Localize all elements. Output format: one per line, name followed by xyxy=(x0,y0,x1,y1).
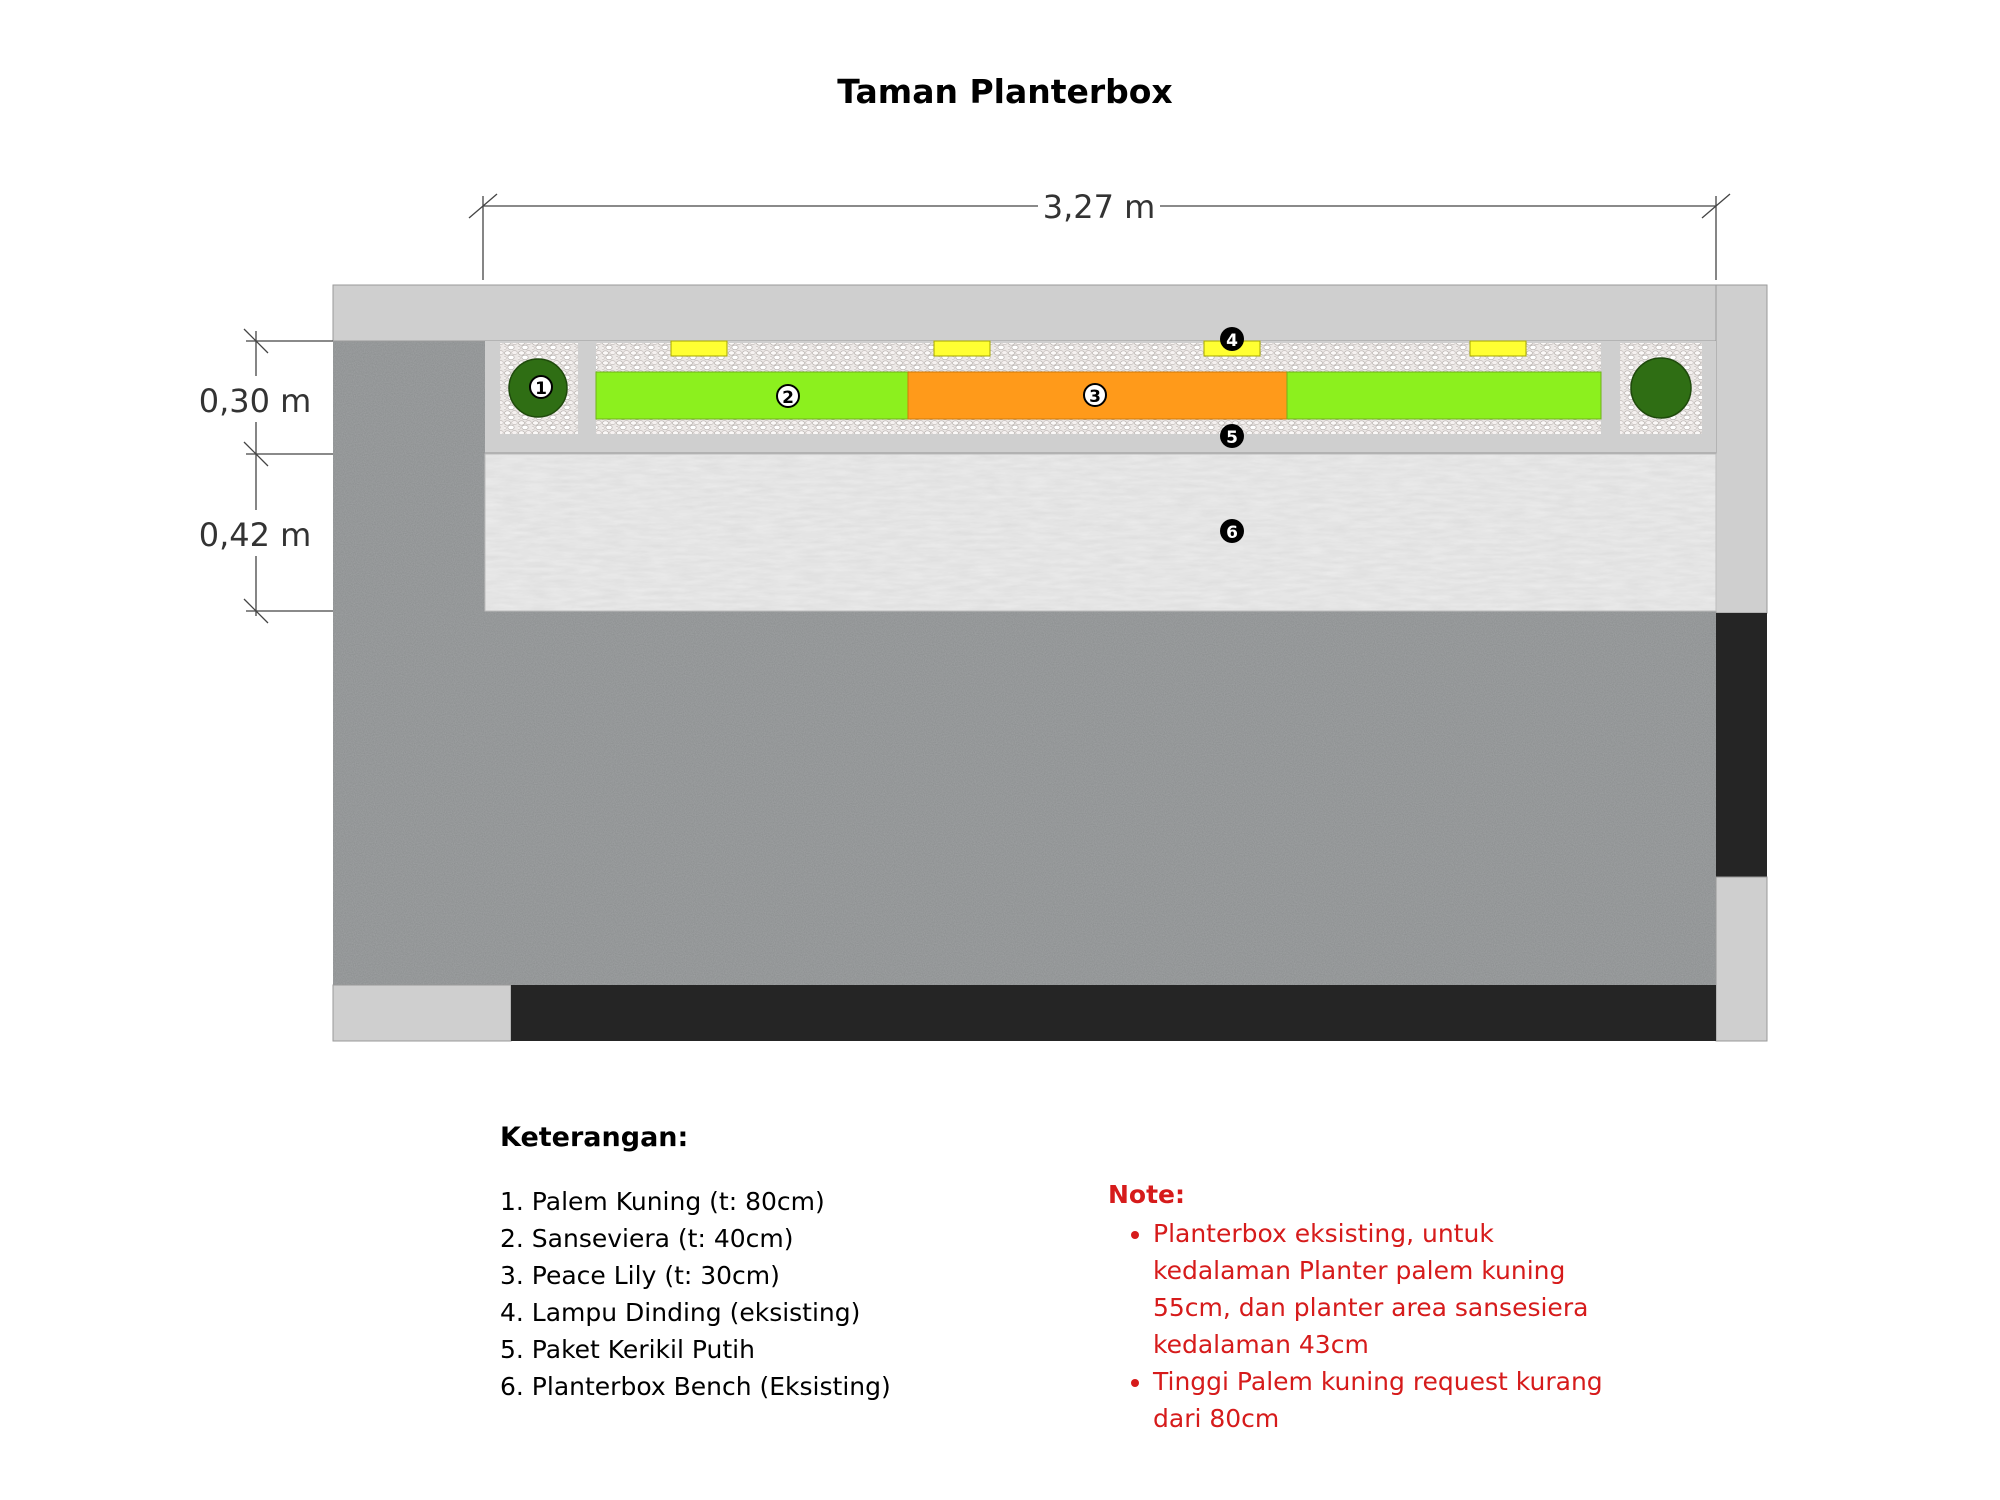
marker-4-label: 4 xyxy=(1226,331,1238,351)
right-wall-lower xyxy=(1715,876,1768,1042)
sanseviera-bed-left xyxy=(595,371,909,420)
note-item: Planterbox eksisting, untuk kedalaman Pl… xyxy=(1153,1215,1613,1363)
legend-item: 1. Palem Kuning (t: 80cm) xyxy=(500,1187,825,1216)
marker-6-label: 6 xyxy=(1226,523,1238,543)
sanseviera-bed-right xyxy=(1286,371,1602,420)
legend-list: 1. Palem Kuning (t: 80cm) 2. Sanseviera … xyxy=(500,1183,891,1405)
note-item: Tinggi Palem kuning request kurang dari … xyxy=(1153,1363,1613,1437)
legend-item: 3. Peace Lily (t: 30cm) xyxy=(500,1261,780,1290)
planter-depth-label: 0,30 m xyxy=(199,382,312,420)
bench-depth-label: 0,42 m xyxy=(199,516,312,554)
top-wall xyxy=(332,284,1768,342)
marker-4: 4 xyxy=(1220,327,1244,351)
marker-3: 3 xyxy=(1083,383,1107,407)
palm-tree-right xyxy=(1630,357,1692,419)
marker-5-label: 5 xyxy=(1226,428,1238,448)
diagram-title: Taman Planterbox xyxy=(837,72,1173,111)
depth-dimension xyxy=(243,328,333,624)
marker-2: 2 xyxy=(776,384,800,408)
legend-item: 5. Paket Kerikil Putih xyxy=(500,1335,755,1364)
bottom-wall-corner xyxy=(332,984,512,1042)
planterbox-bench xyxy=(484,453,1717,612)
wall-lamp xyxy=(670,340,728,357)
legend-title: Keterangan: xyxy=(500,1122,689,1153)
marker-1: 1 xyxy=(529,375,553,399)
note-list: Planterbox eksisting, untuk kedalaman Pl… xyxy=(1125,1215,1613,1437)
marker-6: 6 xyxy=(1220,519,1244,543)
legend-item: 4. Lampu Dinding (eksisting) xyxy=(500,1298,861,1327)
marker-5: 5 xyxy=(1220,424,1244,448)
width-dimension-label: 3,27 m xyxy=(1043,188,1156,226)
right-wall-dark-strip xyxy=(1716,613,1767,877)
marker-3-label: 3 xyxy=(1089,387,1101,407)
note-title: Note: xyxy=(1108,1180,1186,1209)
bottom-dark-strip xyxy=(511,985,1716,1041)
wall-lamp xyxy=(933,340,991,357)
legend-item: 6. Planterbox Bench (Eksisting) xyxy=(500,1372,891,1401)
marker-2-label: 2 xyxy=(782,388,794,408)
legend-item: 2. Sanseviera (t: 40cm) xyxy=(500,1224,794,1253)
wall-lamp xyxy=(1469,340,1527,357)
right-wall-upper xyxy=(1715,284,1768,614)
marker-1-label: 1 xyxy=(535,379,547,399)
